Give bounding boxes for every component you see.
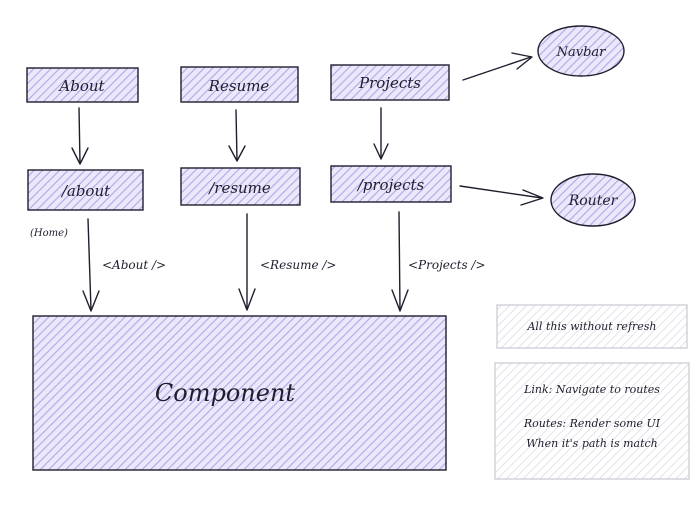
about-route-node: /about	[27, 169, 144, 211]
legend-match-text: When it's path is match	[526, 437, 658, 450]
navbar-node: Navbar	[537, 25, 625, 77]
arrow-projects-to-route	[373, 107, 389, 160]
projects-route-label: /projects	[356, 176, 425, 194]
router-node: Router	[550, 173, 636, 227]
arrow-about-route-to-component	[82, 218, 100, 312]
arrow-projects-route-to-router	[459, 185, 544, 206]
arrow-projects-route-to-component	[391, 211, 409, 312]
projects-route-node: /projects	[330, 165, 452, 203]
resume-node: Resume	[180, 66, 299, 103]
resume-route-node: /resume	[180, 167, 301, 206]
projects-tag-annotation: <Projects />	[408, 258, 486, 272]
about-tag-annotation: <About />	[102, 258, 166, 272]
component-node: Component	[32, 315, 447, 471]
home-annotation: (Home)	[30, 228, 68, 239]
resume-route-label: /resume	[207, 179, 271, 197]
navbar-label: Navbar	[556, 45, 607, 60]
legend-link-text: Link: Navigate to routes	[523, 383, 660, 396]
component-label: Component	[155, 379, 296, 407]
about-node-label: About	[57, 77, 105, 95]
legend-routes-text: Routes: Render some UI	[523, 417, 661, 430]
refresh-note: All this without refresh	[496, 304, 688, 349]
arrow-resume-route-to-component	[238, 213, 256, 311]
arrow-projects-to-navbar	[462, 52, 533, 81]
arrow-resume-to-route	[228, 109, 246, 162]
projects-node: Projects	[330, 64, 450, 101]
router-label: Router	[568, 193, 619, 209]
resume-tag-annotation: <Resume />	[260, 258, 336, 272]
refresh-note-text: All this without refresh	[526, 320, 656, 333]
resume-node-label: Resume	[208, 77, 270, 95]
legend-note: Link: Navigate to routes Routes: Render …	[494, 362, 690, 480]
about-route-label: /about	[60, 182, 111, 200]
arrow-about-to-route	[71, 107, 89, 165]
projects-node-label: Projects	[358, 74, 421, 92]
about-node: About	[26, 67, 139, 103]
